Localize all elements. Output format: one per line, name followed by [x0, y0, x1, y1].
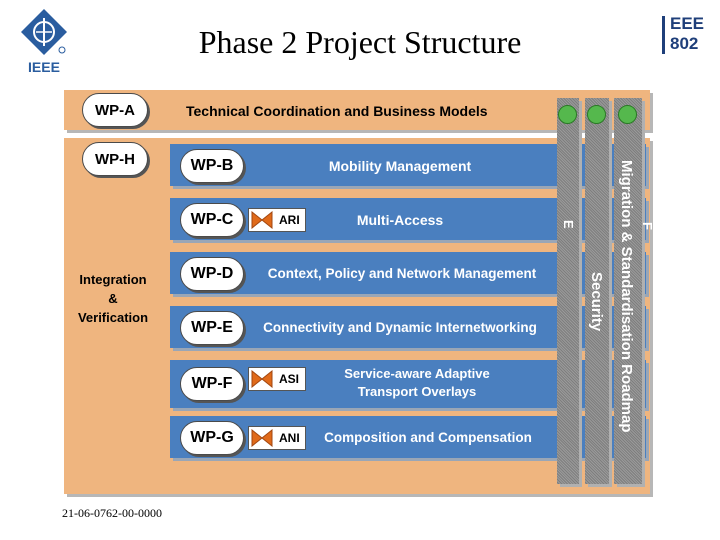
bowtie-icon [251, 370, 273, 388]
logo-text-line1: EEE [670, 14, 705, 33]
ari-tag: ARI [279, 213, 300, 227]
green-dot-migration [618, 105, 637, 124]
wp-e-title: Connectivity and Dynamic Internetworking [263, 320, 537, 335]
column-f-text: F [640, 222, 655, 230]
bowtie-icon [251, 211, 273, 229]
column-security-text: Security [588, 272, 605, 332]
wp-g-title: Composition and Compensation [324, 430, 532, 445]
wp-a-label: WP-A [82, 93, 148, 127]
wp-a-title: Technical Coordination and Business Mode… [186, 103, 488, 119]
column-e [557, 98, 579, 484]
bowtie-icon [251, 429, 273, 447]
wp-h-title-line3: Verification [77, 310, 149, 325]
wp-d-label: WP-D [180, 257, 244, 291]
asi-tag: ASI [279, 372, 300, 386]
wp-c-label: WP-C [180, 203, 244, 237]
wp-f-title-line2: Transport Overlays [357, 384, 477, 399]
wp-a-band [64, 90, 650, 130]
document-number: 21-06-0762-00-0000 [62, 506, 162, 520]
column-e-text: E [561, 220, 576, 229]
wp-h-label: WP-H [82, 142, 148, 176]
wp-h-title-line2: & [108, 291, 118, 306]
ani-tag: ANI [279, 431, 300, 445]
ieee-logo: IEEE [14, 6, 74, 76]
wp-h-title-line1: Integration [79, 272, 147, 287]
ari-box: ARI [248, 208, 306, 232]
wp-d-title: Context, Policy and Network Management [267, 266, 537, 281]
green-dot-security [587, 105, 606, 124]
wp-h-title: Integration & Verification [66, 270, 160, 327]
wp-g-label: WP-G [180, 421, 244, 455]
column-security [585, 98, 609, 484]
logo-bar [662, 16, 665, 54]
wp-c-title: Multi-Access [356, 212, 444, 228]
green-dot-e [558, 105, 577, 124]
ieee-802-logo: EEE 802 [658, 14, 704, 58]
ani-box: ANI [248, 426, 306, 450]
wp-f-title: Service-aware Adaptive Transport Overlay… [322, 365, 512, 401]
column-migration-text: Migration & Standardisation Roadmap [618, 160, 635, 433]
column-migration [614, 98, 642, 484]
asi-box: ASI [248, 367, 306, 391]
ieee-logo-text: IEEE [28, 59, 60, 75]
wp-f-label: WP-F [180, 367, 244, 401]
wp-b-title: Mobility Management [328, 158, 472, 174]
wp-b-label: WP-B [180, 149, 244, 183]
page-title: Phase 2 Project Structure [198, 24, 522, 60]
wp-e-label: WP-E [180, 311, 244, 345]
ieee-diamond-icon: IEEE [21, 9, 67, 75]
wp-f-title-line1: Service-aware Adaptive [344, 366, 490, 381]
logo-text-line2: 802 [670, 34, 699, 53]
